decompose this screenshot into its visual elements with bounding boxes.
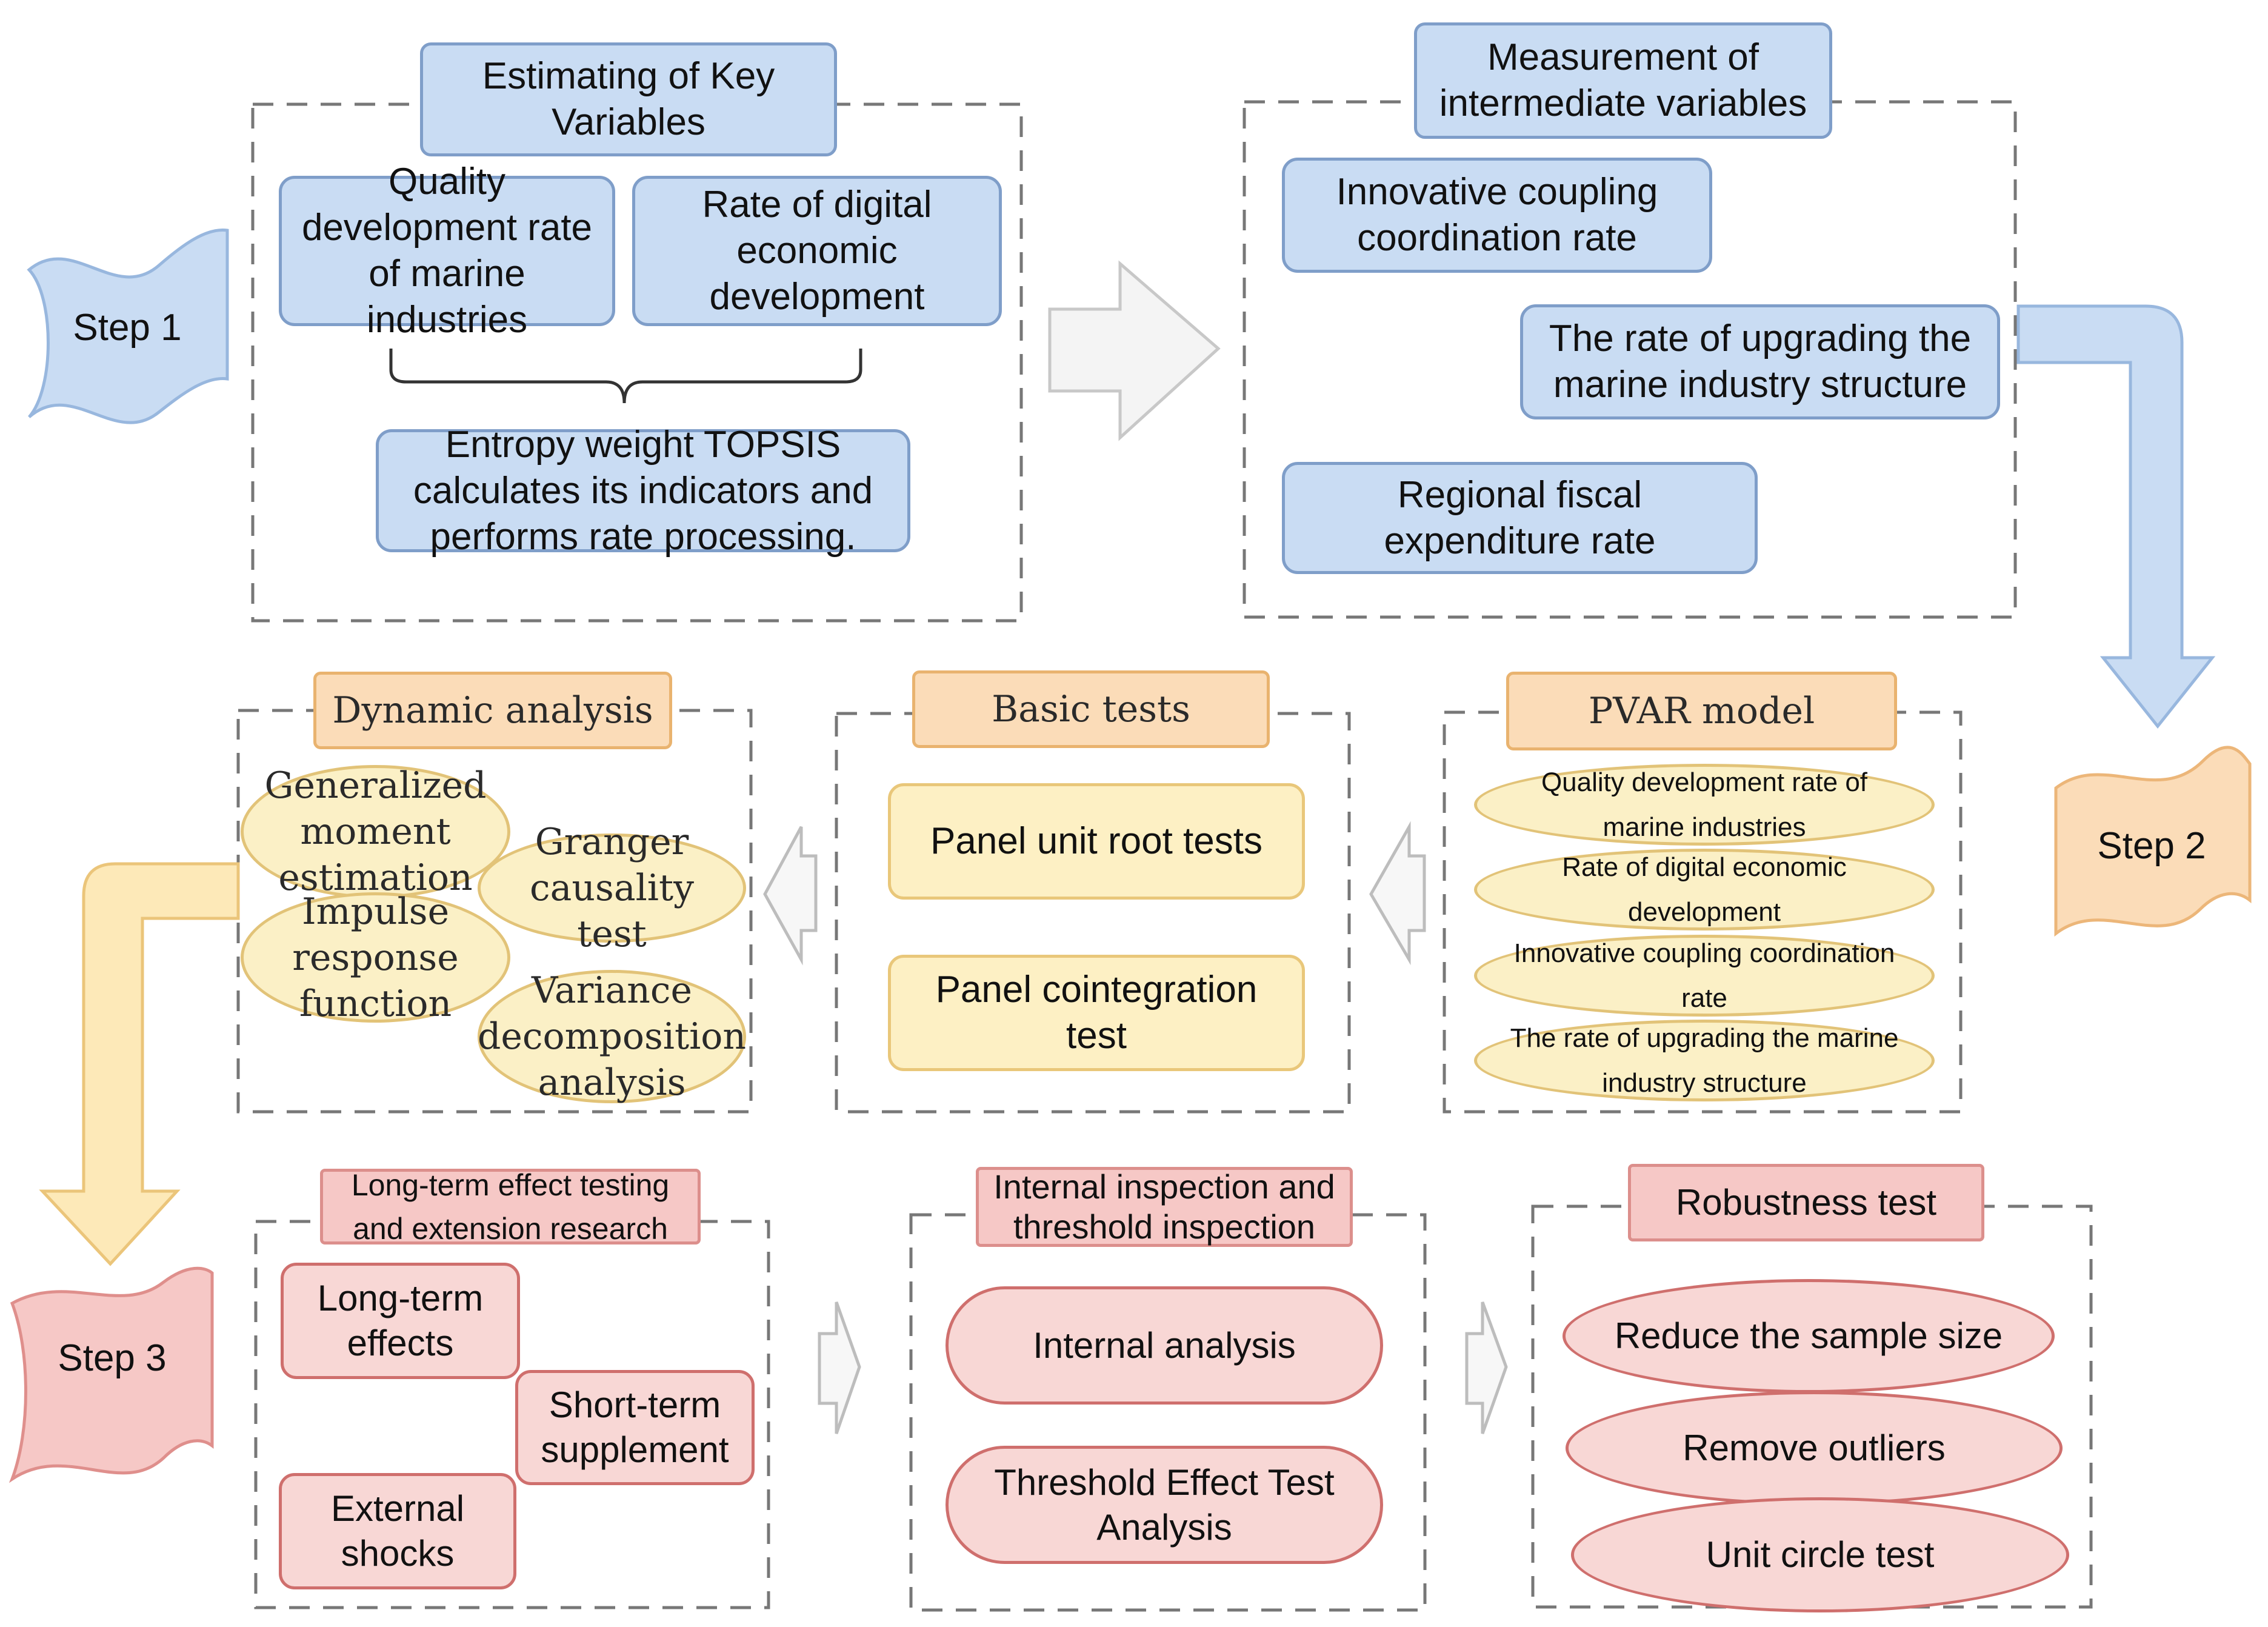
dynamic-analysis-header: Dynamic analysis (313, 672, 672, 749)
key-variables-header: Estimating of Key Variables (420, 42, 837, 156)
dynamic-item-granger: Granger causality test (478, 821, 746, 955)
longterm-header: Long-term effect testing and extension r… (320, 1168, 701, 1246)
step1-ribbon (27, 228, 229, 424)
step2-ribbon (2054, 746, 2252, 937)
robust-item-unit-circle: Unit circle test (1571, 1497, 2069, 1612)
brace (389, 349, 862, 404)
intermediate-header: Measurement of intermediate variables (1414, 22, 1832, 139)
arrow-internal-to-robust (1465, 1301, 1508, 1434)
panel-unit-root-box: Panel unit root tests (888, 783, 1305, 900)
step1-label: Step 1 (73, 306, 182, 349)
pvar-item-upgrading: The rate of upgrading the marine industr… (1474, 1020, 1935, 1101)
arrow-pvar-to-basic (1369, 821, 1426, 966)
arrow-to-step2 (2016, 304, 2216, 729)
robust-item-sample-size: Reduce the sample size (1563, 1279, 2055, 1393)
arrow-longterm-to-internal (818, 1301, 861, 1434)
robustness-header: Robustness test (1628, 1164, 1984, 1241)
dynamic-item-impulse: Impulse response function (241, 890, 510, 1025)
quality-development-box: Quality development rate of marine indus… (279, 161, 615, 341)
industry-upgrading-box: The rate of upgrading the marine industr… (1520, 304, 2000, 419)
pvar-item-innovative: Innovative coupling coordination rate (1474, 935, 1935, 1017)
fiscal-expenditure-box: Regional fiscal expenditure rate (1282, 462, 1758, 574)
pvar-header: PVAR model (1506, 672, 1897, 750)
internal-analysis-box: Internal analysis (946, 1286, 1383, 1405)
innovative-coupling-box: Innovative coupling coordination rate (1282, 158, 1712, 273)
step2-label: Step 2 (2097, 824, 2206, 867)
arrow-basic-to-dynamic (763, 826, 818, 966)
step3-ribbon (8, 1266, 214, 1483)
arrow-to-intermediate (1048, 260, 1221, 441)
short-term-supplement-box: Short-term supplement (515, 1370, 755, 1485)
step3-label: Step 3 (58, 1337, 167, 1379)
dynamic-item-gmm: Generalized moment estimation (241, 764, 510, 899)
entropy-topsis-box: Entropy weight TOPSIS calculates its ind… (376, 424, 910, 558)
external-shocks-box: External shocks (279, 1473, 516, 1589)
dynamic-item-variance: Variance decomposition analysis (477, 969, 747, 1104)
arrow-to-step3 (39, 862, 240, 1266)
panel-cointegration-box: Panel cointegration test (888, 955, 1305, 1071)
pvar-item-digital: Rate of digital economic development (1474, 849, 1935, 930)
basic-tests-header: Basic tests (912, 670, 1270, 748)
robust-item-outliers: Remove outliers (1566, 1391, 2063, 1505)
internal-inspection-header: Internal inspection and threshold inspec… (976, 1167, 1353, 1247)
digital-economy-box: Rate of digital economic development (632, 176, 1002, 326)
pvar-item-quality: Quality development rate of marine indus… (1474, 764, 1935, 846)
longterm-effects-box: Long-term effects (281, 1263, 520, 1379)
threshold-effect-box: Threshold Effect Test Analysis (946, 1446, 1383, 1564)
